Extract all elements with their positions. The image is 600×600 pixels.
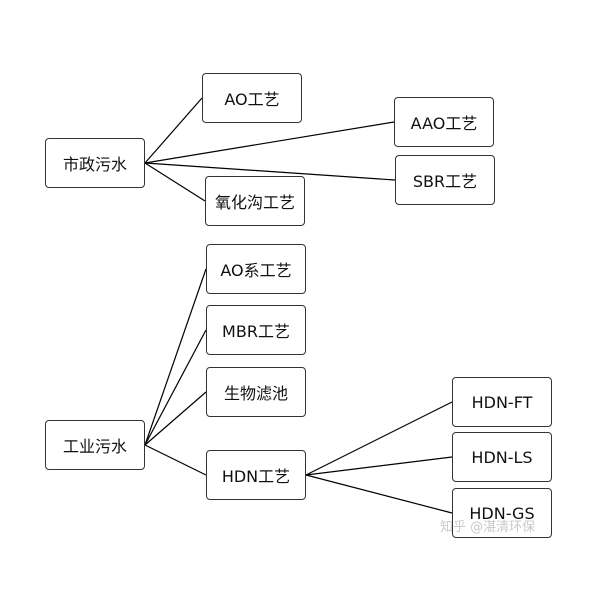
node-hdn-gs: HDN-GS [452,488,552,538]
edge-industrial-to-mbr [144,329,207,446]
edge-municipal-to-aao [144,121,395,164]
edge-hdn-to-hdn_ft [305,401,453,476]
node-municipal-wastewater: 市政污水 [45,138,145,188]
edge-industrial-to-biofilter [144,391,207,446]
edge-municipal-to-sbr [144,162,396,181]
node-sbr-process: SBR工艺 [395,155,495,205]
node-ao-series-process: AO系工艺 [206,244,306,294]
edge-hdn-to-hdn_gs [305,474,453,514]
watermark-text: 知乎 @湛清环保 [440,520,536,535]
node-aao-process: AAO工艺 [394,97,494,147]
node-industrial-wastewater: 工业污水 [45,420,145,470]
edge-hdn-to-hdn_ls [305,456,453,476]
edge-industrial-to-hdn [144,444,207,476]
edge-industrial-to-ao_series [144,268,207,446]
node-hdn-ft: HDN-FT [452,377,552,427]
node-oxidation-ditch-process: 氧化沟工艺 [205,176,305,226]
node-biofilter: 生物滤池 [206,367,306,417]
node-hdn-process: HDN工艺 [206,450,306,500]
node-hdn-ls: HDN-LS [452,432,552,482]
edge-municipal-to-ao [144,97,203,164]
edge-municipal-to-oxidation_ditch [144,162,206,202]
node-ao-process: AO工艺 [202,73,302,123]
node-mbr-process: MBR工艺 [206,305,306,355]
